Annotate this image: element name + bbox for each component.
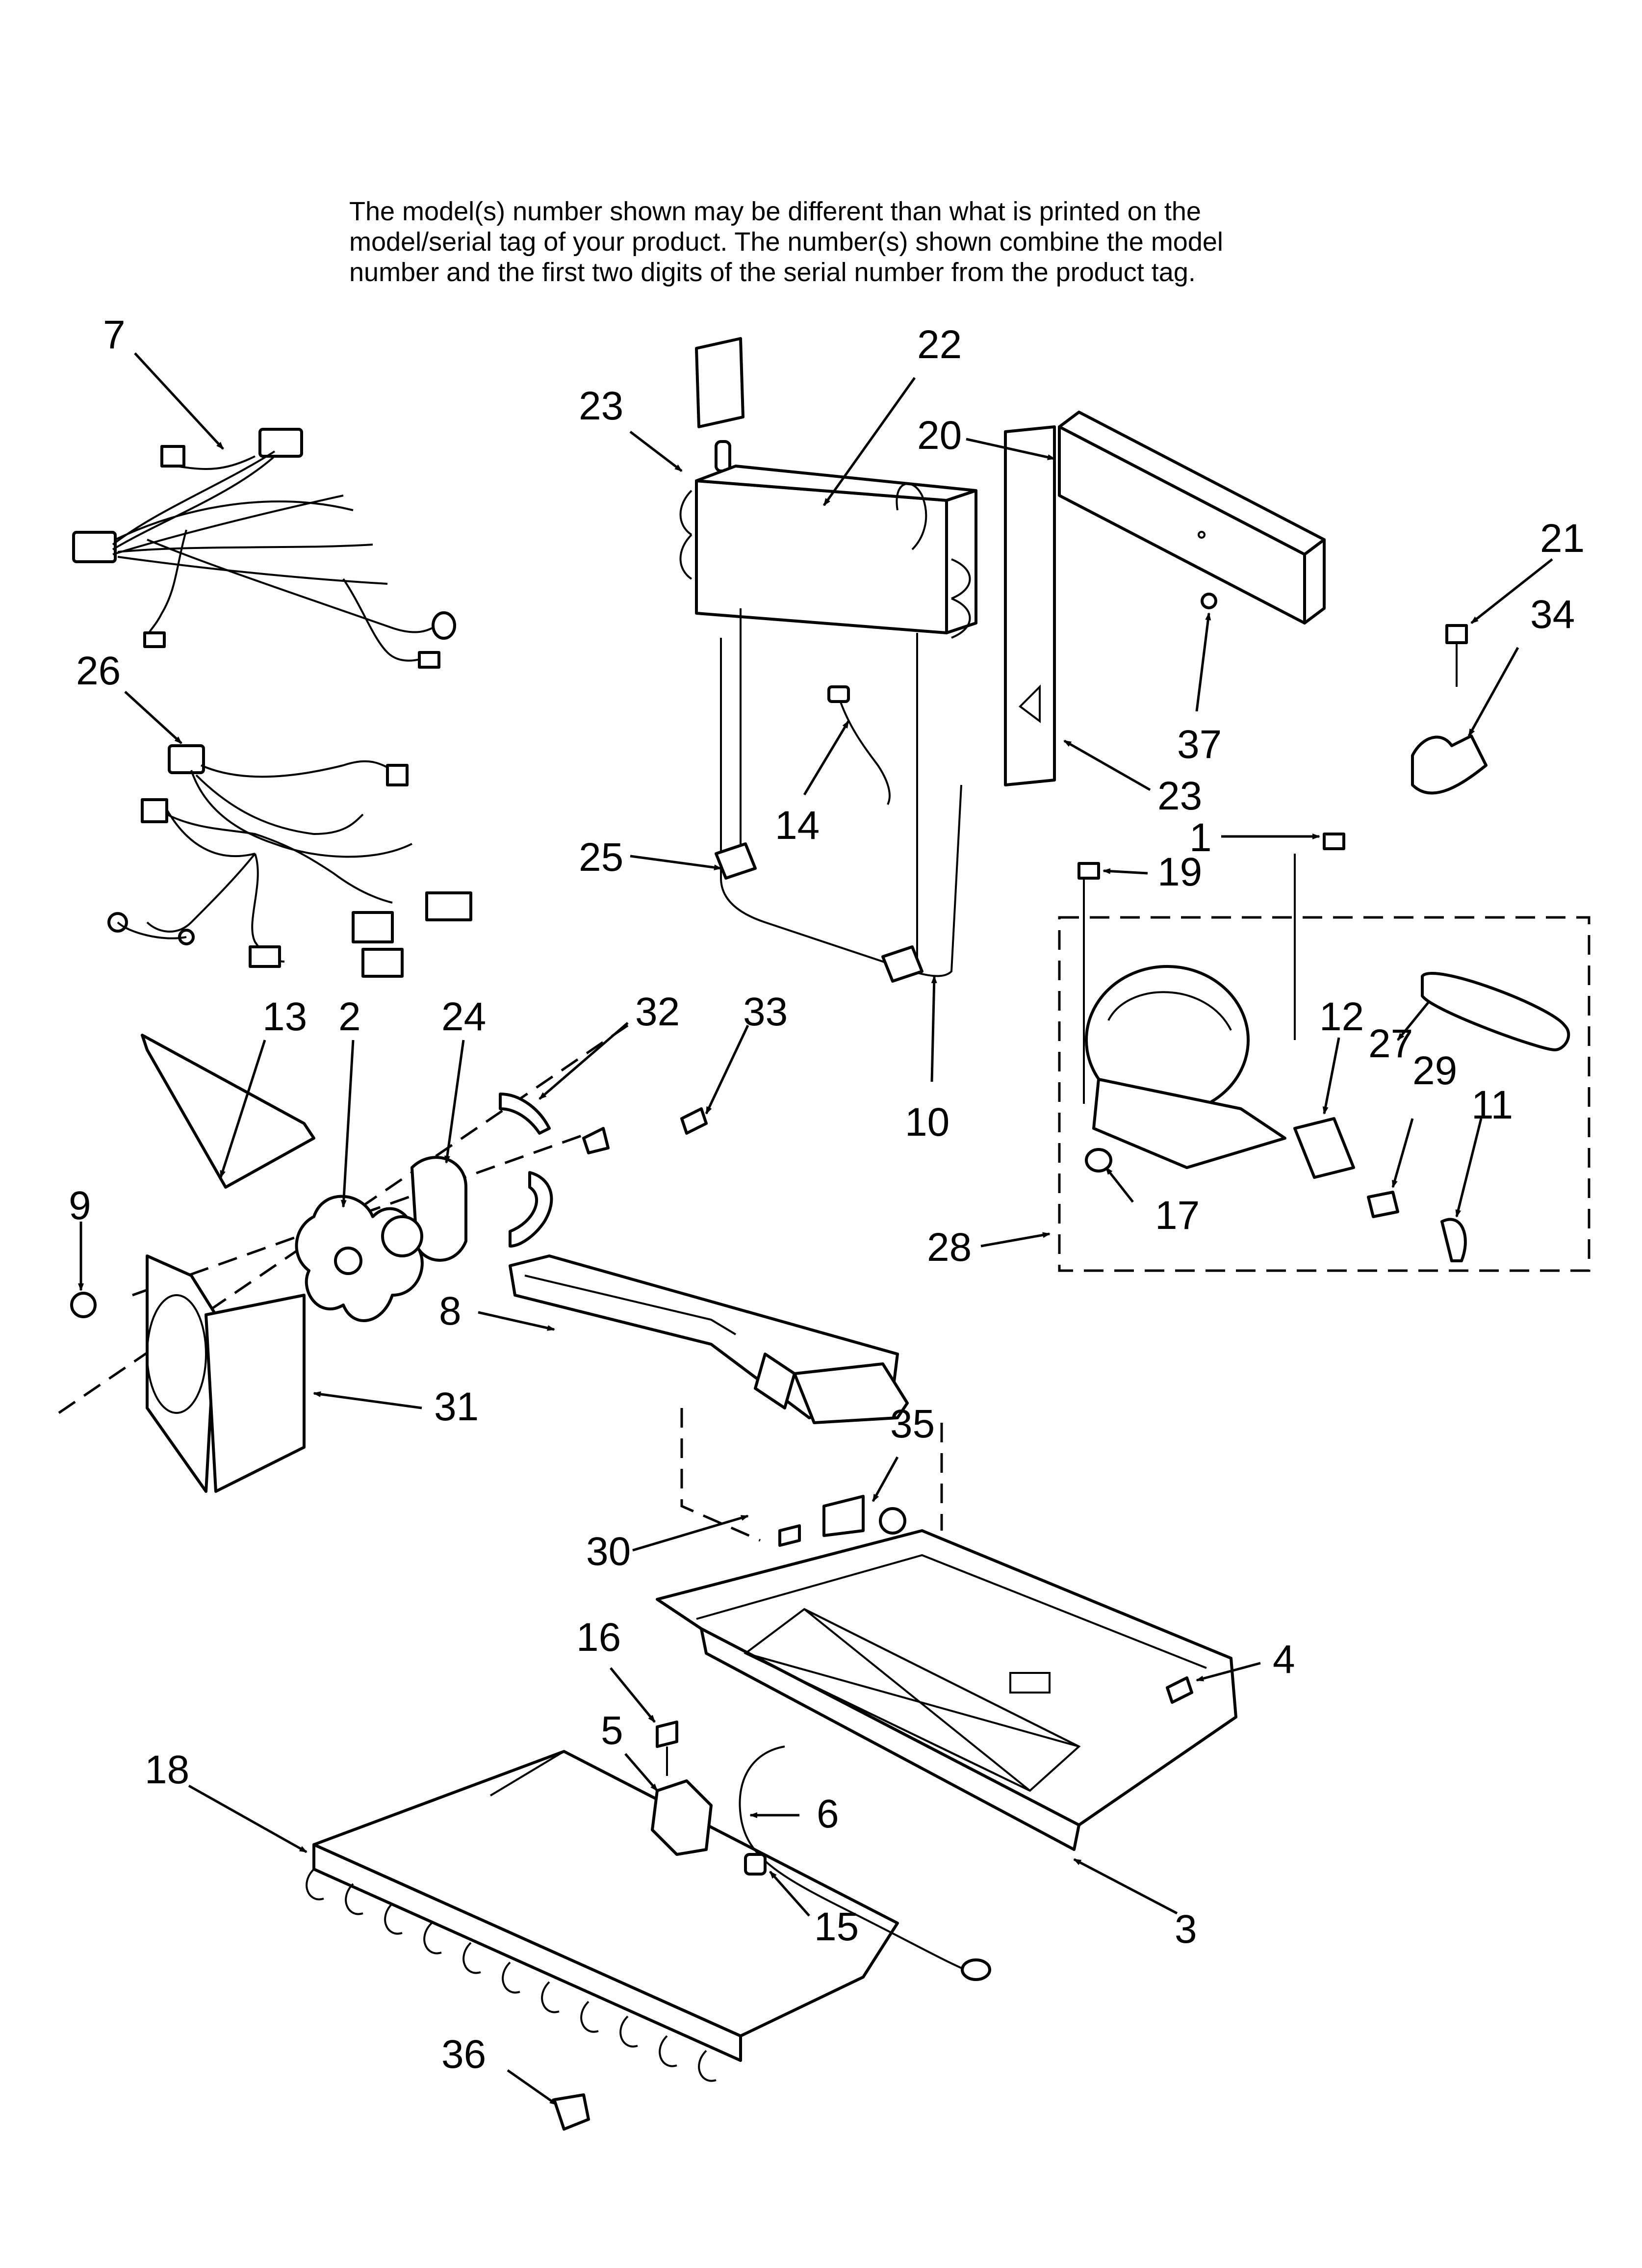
callout-12: 12	[1319, 994, 1364, 1039]
callout-20: 20	[917, 413, 962, 458]
callout-13: 13	[262, 994, 307, 1039]
callout-29: 29	[1412, 1048, 1457, 1093]
callout-17: 17	[1155, 1193, 1200, 1238]
callout-36: 36	[441, 2032, 486, 2077]
callout-5: 5	[601, 1708, 623, 1753]
callout-9: 9	[69, 1183, 91, 1228]
callout-1: 1	[1189, 815, 1212, 860]
wire-harness-7	[72, 428, 456, 669]
shroud-20	[1058, 411, 1326, 625]
callout-24: 24	[441, 994, 486, 1039]
callout-25: 25	[579, 835, 623, 880]
callout-32: 32	[635, 990, 680, 1034]
callout-31: 31	[434, 1384, 479, 1429]
callout-8: 8	[439, 1289, 462, 1333]
compressor-group	[1058, 833, 1591, 1272]
callout-30: 30	[586, 1529, 631, 1574]
callout-6: 6	[817, 1792, 839, 1836]
callout-19: 19	[1157, 850, 1202, 894]
callout-11: 11	[1471, 1083, 1513, 1127]
notice-line: The model(s) number shown may be differe…	[349, 197, 1201, 226]
callout-16: 16	[576, 1615, 621, 1660]
fan-assembly	[58, 1024, 708, 1493]
callout-3: 3	[1175, 1907, 1197, 1952]
evaporator-assembly	[679, 337, 1056, 983]
callout-7: 7	[103, 313, 126, 357]
callout-35: 35	[890, 1402, 935, 1446]
callout-15: 15	[814, 1904, 859, 1949]
bracket-34-screw-21	[1411, 624, 1488, 795]
condenser-18	[306, 1746, 991, 2131]
callout-27: 27	[1368, 1021, 1413, 1066]
leader-lines	[78, 352, 1553, 2106]
drain-pan-8	[509, 1254, 909, 1424]
notice-line: number and the first two digits of the s…	[349, 258, 1196, 287]
callout-26: 26	[76, 649, 121, 693]
model-number-notice: The model(s) number shown may be differe…	[349, 196, 1477, 287]
notice-line: model/serial tag of your product. The nu…	[349, 227, 1223, 257]
machine-compartment-base	[656, 1408, 1237, 1851]
callout-28: 28	[927, 1225, 972, 1270]
callout-21: 21	[1540, 516, 1585, 561]
wire-harness-26	[107, 744, 472, 978]
callout-23: 23	[579, 384, 623, 428]
callout-18: 18	[145, 1747, 189, 1792]
callout-2: 2	[338, 994, 361, 1039]
callout-10: 10	[905, 1100, 949, 1145]
callout-37: 37	[1177, 722, 1222, 767]
callout-22: 22	[917, 322, 962, 367]
callout-numbers: 7 23 22 20 21 34 26 37 23 14 1 19 25 12 …	[69, 313, 1585, 2077]
callout-34: 34	[1530, 592, 1575, 637]
callout-23: 23	[1157, 774, 1202, 818]
callout-14: 14	[775, 803, 820, 848]
callout-4: 4	[1273, 1637, 1295, 1682]
callout-33: 33	[743, 990, 788, 1034]
